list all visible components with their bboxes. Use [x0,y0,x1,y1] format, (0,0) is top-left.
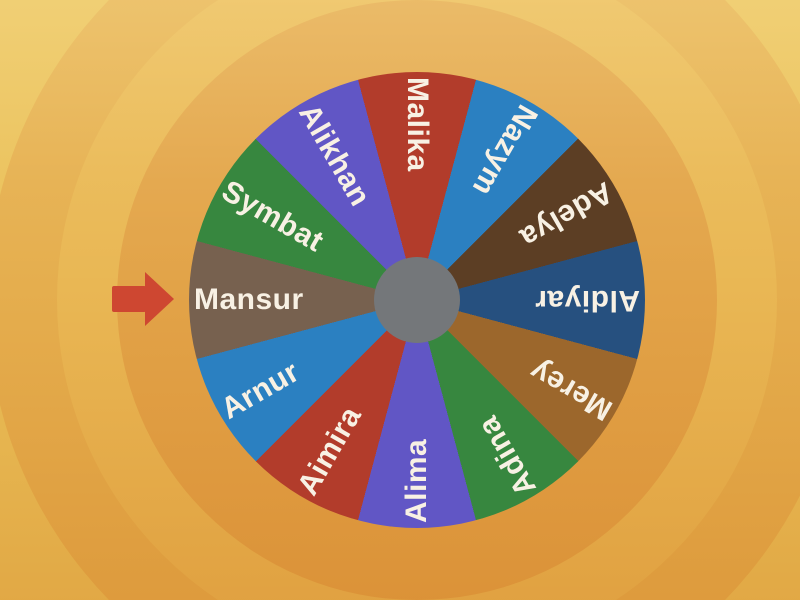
pointer-tail [112,286,146,312]
wheel-segment-label: Alima [400,438,433,523]
wheel-segment-label: Aimira [290,401,368,502]
wheel-segment-label: Nazym [465,98,544,202]
wheel-pointer-arrow [112,272,174,326]
wheel-segment-label: Adelya [514,174,619,254]
wheel-segment-label: Alikhan [291,98,377,212]
wheel-segment-label: Symbat [215,173,329,259]
wheel-segment-label: Arnur [215,354,305,426]
pointer-head-icon [145,272,174,326]
wheel-hub [374,257,460,343]
wheel-segment-label: Mansur [194,283,304,316]
wheel-segment-label: Malika [401,77,434,172]
wheel-segment-label: Aldiyar [534,284,640,317]
